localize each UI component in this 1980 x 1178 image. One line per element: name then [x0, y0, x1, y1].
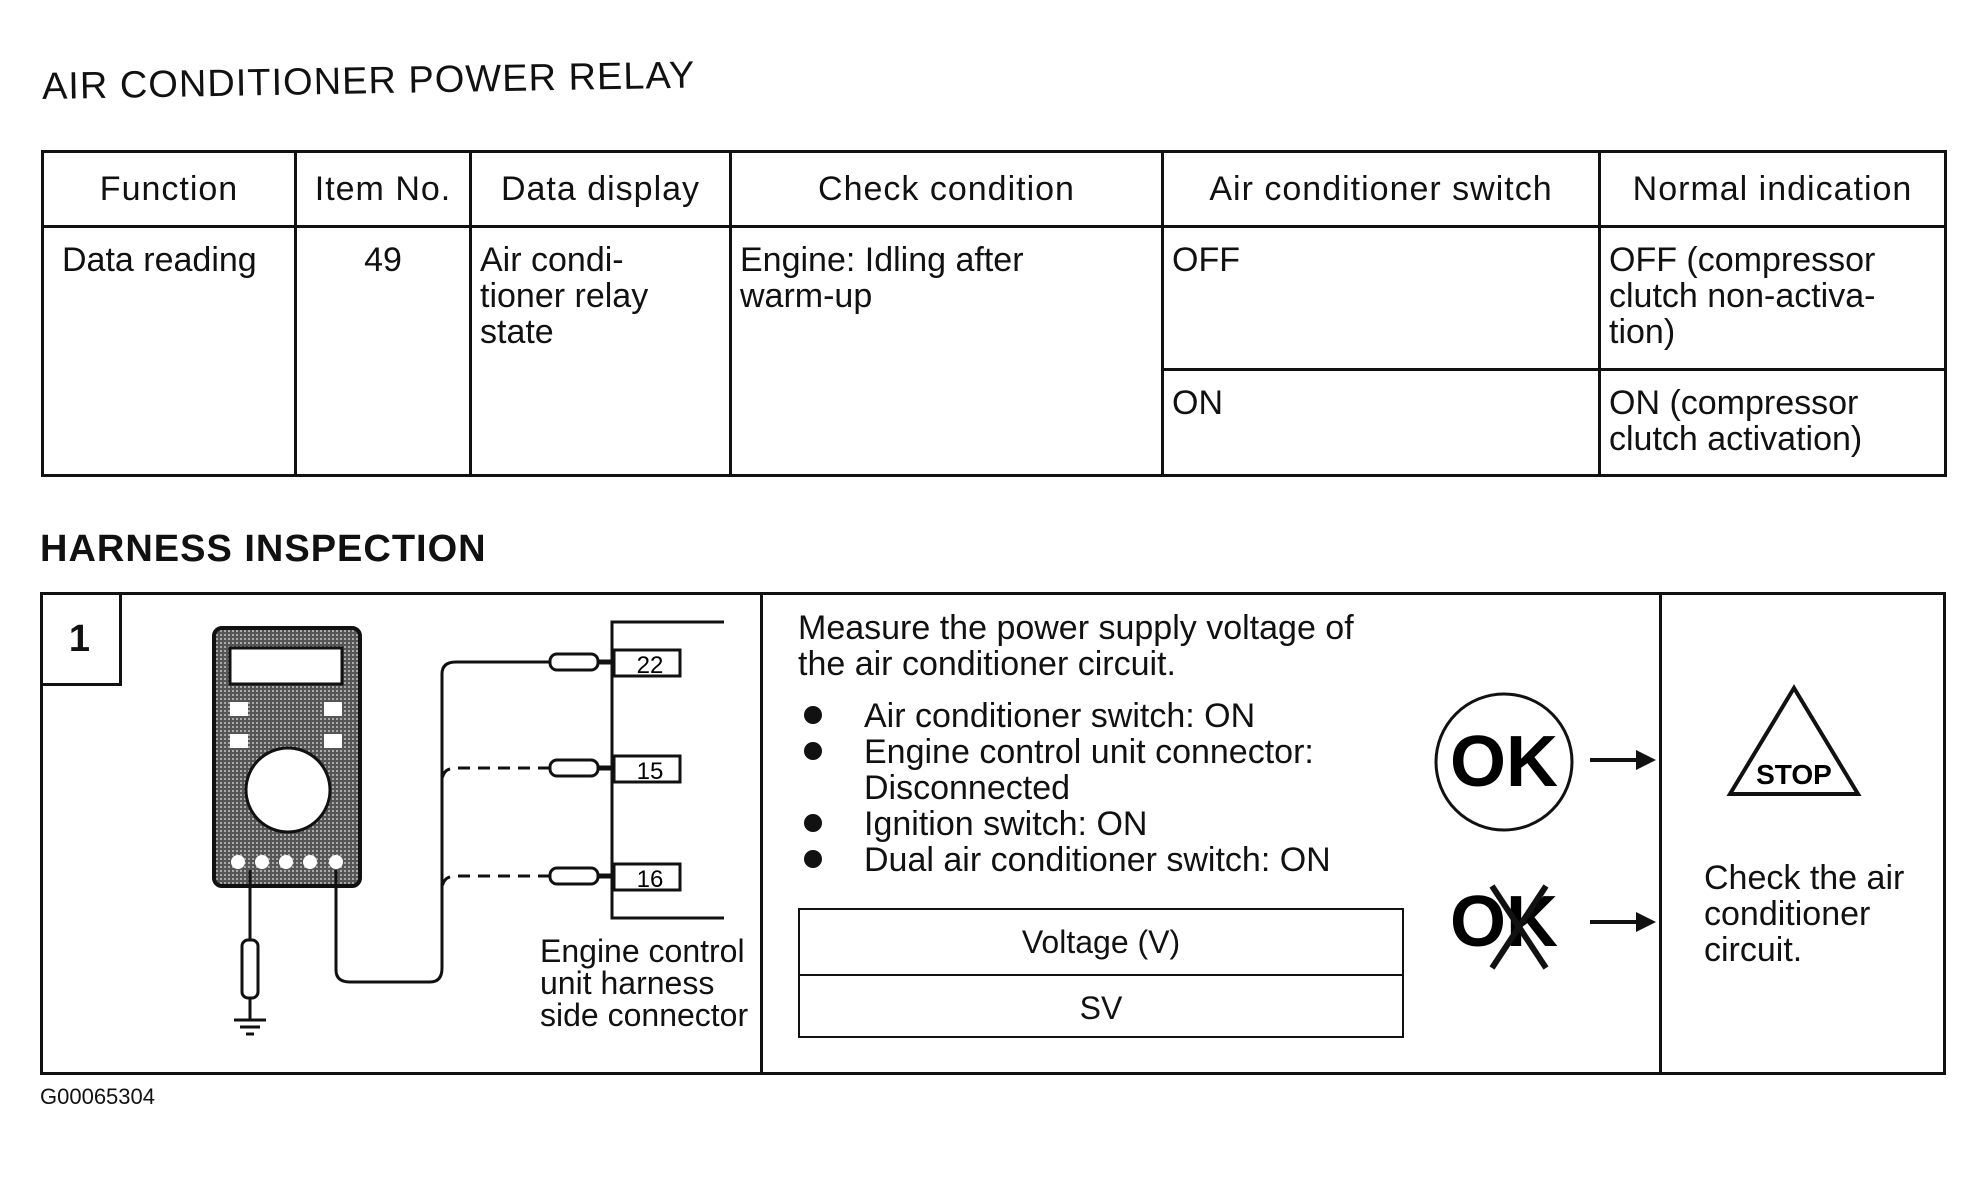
instruction-text: Measure the power supply voltage of the …	[798, 610, 1418, 682]
check-condition-line: Engine: Idling after	[740, 241, 1024, 279]
indication-line: clutch activation)	[1609, 420, 1863, 458]
indication-line: ON (compressor	[1609, 384, 1859, 422]
stop-icon: STOP	[1726, 684, 1862, 796]
data-display-line: tioner relay	[480, 277, 649, 315]
pin-box	[612, 862, 682, 892]
figure-id: G00065304	[40, 1084, 155, 1109]
pin-number: 15	[637, 758, 664, 785]
connector-label-line: unit harness	[540, 965, 715, 1001]
check-condition-line: warm-up	[740, 277, 873, 315]
cross-out-icon	[1489, 884, 1549, 970]
cell-item-no: 49	[294, 225, 472, 477]
ok-ng-symbols: OK OK	[1434, 692, 1656, 970]
indication-line: OFF (compressor	[1609, 241, 1876, 279]
cell-switch-off: OFF	[1161, 225, 1601, 371]
data-display-line: state	[480, 313, 554, 351]
header-item-no: Item No.	[294, 150, 472, 228]
cell-switch-on: ON	[1161, 368, 1601, 477]
stop-label: STOP	[1756, 759, 1832, 790]
bullet-icon	[804, 850, 822, 868]
item-no-value: 49	[364, 241, 402, 279]
condition-text: Engine control unit connector:	[864, 733, 1314, 771]
cell-check-condition: Engine: Idling after warm-up	[729, 225, 1164, 477]
header-function: Function	[41, 150, 297, 228]
pin-number: 22	[637, 652, 664, 679]
connector-label-line: Engine control	[540, 933, 745, 969]
condition-text: Ignition switch: ON	[864, 805, 1148, 843]
voltage-value: SV	[800, 974, 1402, 1040]
header-ac-switch: Air conditioner switch	[1161, 150, 1601, 228]
voltage-header: Voltage (V)	[1021, 923, 1181, 960]
table-row: ON ON (compressor clutch activation)	[43, 368, 1947, 477]
pin-box	[612, 648, 682, 678]
indication-line: clutch non-activa-	[1609, 277, 1876, 315]
switch-value: OFF	[1172, 241, 1240, 279]
switch-value: ON	[1172, 384, 1223, 422]
voltage-table: Voltage (V) SV	[798, 908, 1404, 1038]
connector-label-line: side connector	[540, 997, 749, 1033]
condition-text: Disconnected	[864, 769, 1071, 807]
cell-function: Data reading	[41, 225, 297, 477]
connector-label: Engine control unit harness side connect…	[540, 935, 748, 1031]
bullet-icon	[804, 706, 822, 724]
arrow-right-icon	[1636, 750, 1656, 770]
condition-text: Air conditioner switch: ON	[864, 697, 1256, 735]
pin-number: 16	[637, 866, 664, 893]
connector-icon	[610, 620, 724, 920]
table-row: Data reading 49 Air condi- tioner relay …	[41, 225, 1947, 477]
multimeter-diagram: 22 15 16	[212, 620, 724, 1036]
header-normal-indication: Normal indication	[1598, 150, 1947, 228]
cell-data-display: Air condi- tioner relay state	[469, 225, 732, 477]
header-data-display: Data display	[469, 150, 732, 228]
multimeter-icon	[212, 626, 362, 888]
header-check-condition: Check condition	[729, 150, 1164, 228]
arrow-right-icon	[1636, 912, 1656, 932]
relay-section-title: AIR CONDITIONER POWER RELAY	[41, 54, 696, 108]
ng-action-line: conditioner	[1704, 895, 1871, 933]
ng-action-line: circuit.	[1704, 931, 1803, 969]
harness-inspection-box	[40, 592, 1946, 1075]
step-number: 1	[40, 592, 122, 686]
condition-text: Dual air conditioner switch: ON	[864, 841, 1331, 879]
bullet-icon	[804, 742, 822, 760]
instruction-line: Measure the power supply voltage of	[798, 609, 1354, 647]
ground-icon	[234, 1018, 266, 1036]
table-header-row: Function Item No. Data display Check con…	[41, 150, 1947, 228]
indication-line: tion)	[1609, 313, 1676, 351]
divider	[1659, 592, 1662, 1075]
cell-indication-on: ON (compressor clutch activation)	[1598, 368, 1947, 477]
data-display-line: Air condi-	[480, 241, 624, 279]
divider	[760, 592, 763, 1075]
ok-label: OK	[1450, 722, 1558, 802]
ok-circle-icon	[1434, 692, 1574, 832]
function-value: Data reading	[62, 241, 257, 279]
harness-section-title: HARNESS INSPECTION	[40, 528, 487, 570]
pin-box	[612, 754, 682, 784]
cell-indication-off: OFF (compressor clutch non-activa- tion)	[1598, 225, 1947, 371]
relay-data-table: Function Item No. Data display Check con…	[41, 150, 1947, 477]
ng-action-line: Check the air	[1704, 859, 1905, 897]
ng-action-text: Check the air conditioner circuit.	[1704, 860, 1904, 968]
instruction-line: the air conditioner circuit.	[798, 645, 1176, 683]
bullet-icon	[804, 814, 822, 832]
